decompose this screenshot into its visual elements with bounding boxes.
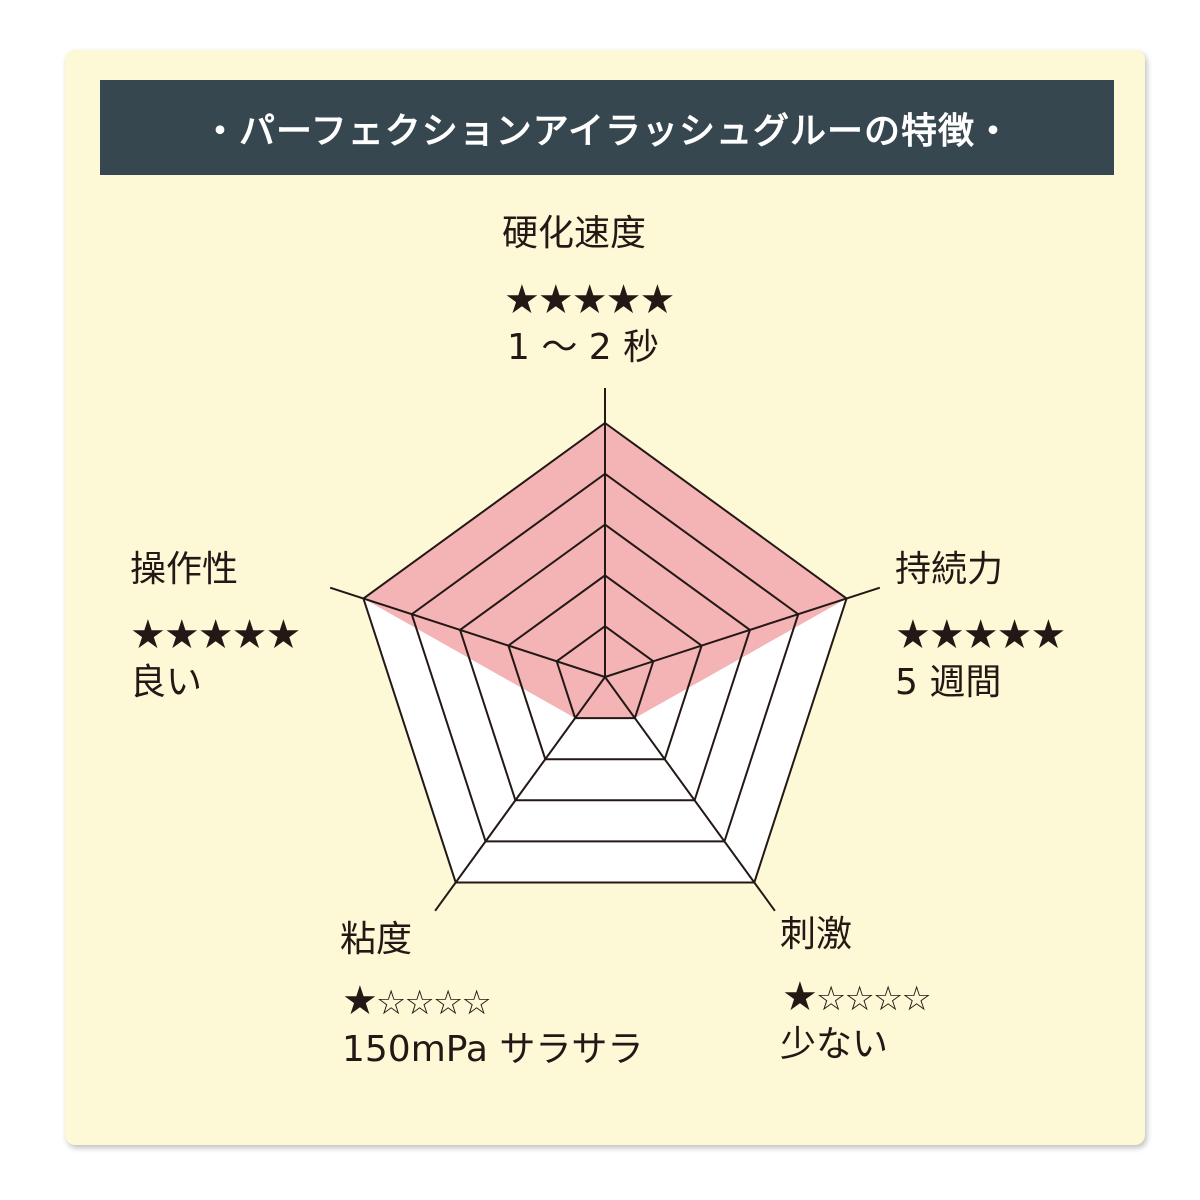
axis-note-curing-speed: 1 ～ 2 秒 bbox=[507, 327, 660, 368]
axis-note-irritation: 少ない bbox=[780, 1024, 889, 1065]
star-filled-icon: ★ bbox=[130, 612, 166, 658]
star-filled-icon: ★ bbox=[782, 974, 818, 1020]
axis-label-irritation: 刺激 bbox=[780, 914, 853, 955]
star-filled-icon: ★ bbox=[342, 978, 378, 1024]
star-filled-icon: ★ bbox=[962, 612, 999, 658]
star-filled-icon: ★ bbox=[163, 612, 200, 658]
radar-grid-level-2 bbox=[507, 574, 703, 761]
axis-label-viscosity: 粘度 bbox=[340, 919, 413, 960]
star-empty-icon: ☆ bbox=[404, 983, 435, 1023]
star-empty-icon: ☆ bbox=[844, 979, 875, 1019]
radar-axis-line bbox=[604, 676, 776, 912]
radar-grid-level-5 bbox=[362, 421, 848, 884]
star-filled-icon: ★ bbox=[605, 277, 642, 323]
rating-stars-irritation: ★☆☆☆☆ bbox=[782, 974, 932, 1020]
axis-label-curing-speed: 硬化速度 bbox=[502, 213, 647, 254]
axis-label-operability: 操作性 bbox=[130, 549, 239, 590]
radar-grid-level-4 bbox=[410, 472, 800, 843]
star-empty-icon: ☆ bbox=[901, 979, 932, 1019]
axis-note-operability: 良い bbox=[130, 662, 203, 703]
rating-stars-viscosity: ★☆☆☆☆ bbox=[342, 978, 492, 1024]
star-filled-icon: ★ bbox=[537, 277, 574, 323]
star-empty-icon: ☆ bbox=[461, 983, 492, 1023]
star-filled-icon: ★ bbox=[197, 612, 234, 658]
star-filled-icon: ★ bbox=[504, 277, 540, 323]
radar-axis-line bbox=[604, 586, 881, 678]
chart-title: ・パーフェクションアイラッシュグルーの特徴・ bbox=[100, 80, 1114, 175]
axis-note-durability: 5 週間 bbox=[895, 662, 1002, 703]
star-filled-icon: ★ bbox=[639, 277, 675, 323]
star-filled-icon: ★ bbox=[231, 612, 268, 658]
star-filled-icon: ★ bbox=[571, 277, 608, 323]
star-filled-icon: ★ bbox=[265, 612, 301, 658]
star-filled-icon: ★ bbox=[996, 612, 1033, 658]
star-filled-icon: ★ bbox=[928, 612, 965, 658]
rating-stars-durability: ★★★★★ bbox=[895, 612, 1066, 658]
star-empty-icon: ☆ bbox=[872, 979, 904, 1019]
radar-grid-level-1 bbox=[555, 624, 655, 720]
star-filled-icon: ★ bbox=[1030, 612, 1066, 658]
rating-stars-curing-speed: ★★★★★ bbox=[504, 277, 675, 323]
star-empty-icon: ☆ bbox=[375, 983, 407, 1023]
star-filled-icon: ★ bbox=[895, 612, 931, 658]
radar-grid-level-3 bbox=[458, 523, 752, 802]
axis-note-viscosity: 150mPa サラサラ bbox=[342, 1029, 644, 1070]
radar-axis-line bbox=[329, 586, 606, 678]
radar-axis-line bbox=[434, 676, 606, 912]
star-empty-icon: ☆ bbox=[815, 979, 847, 1019]
axis-label-durability: 持続力 bbox=[895, 549, 1004, 590]
rating-stars-operability: ★★★★★ bbox=[130, 612, 301, 658]
star-empty-icon: ☆ bbox=[432, 983, 464, 1023]
